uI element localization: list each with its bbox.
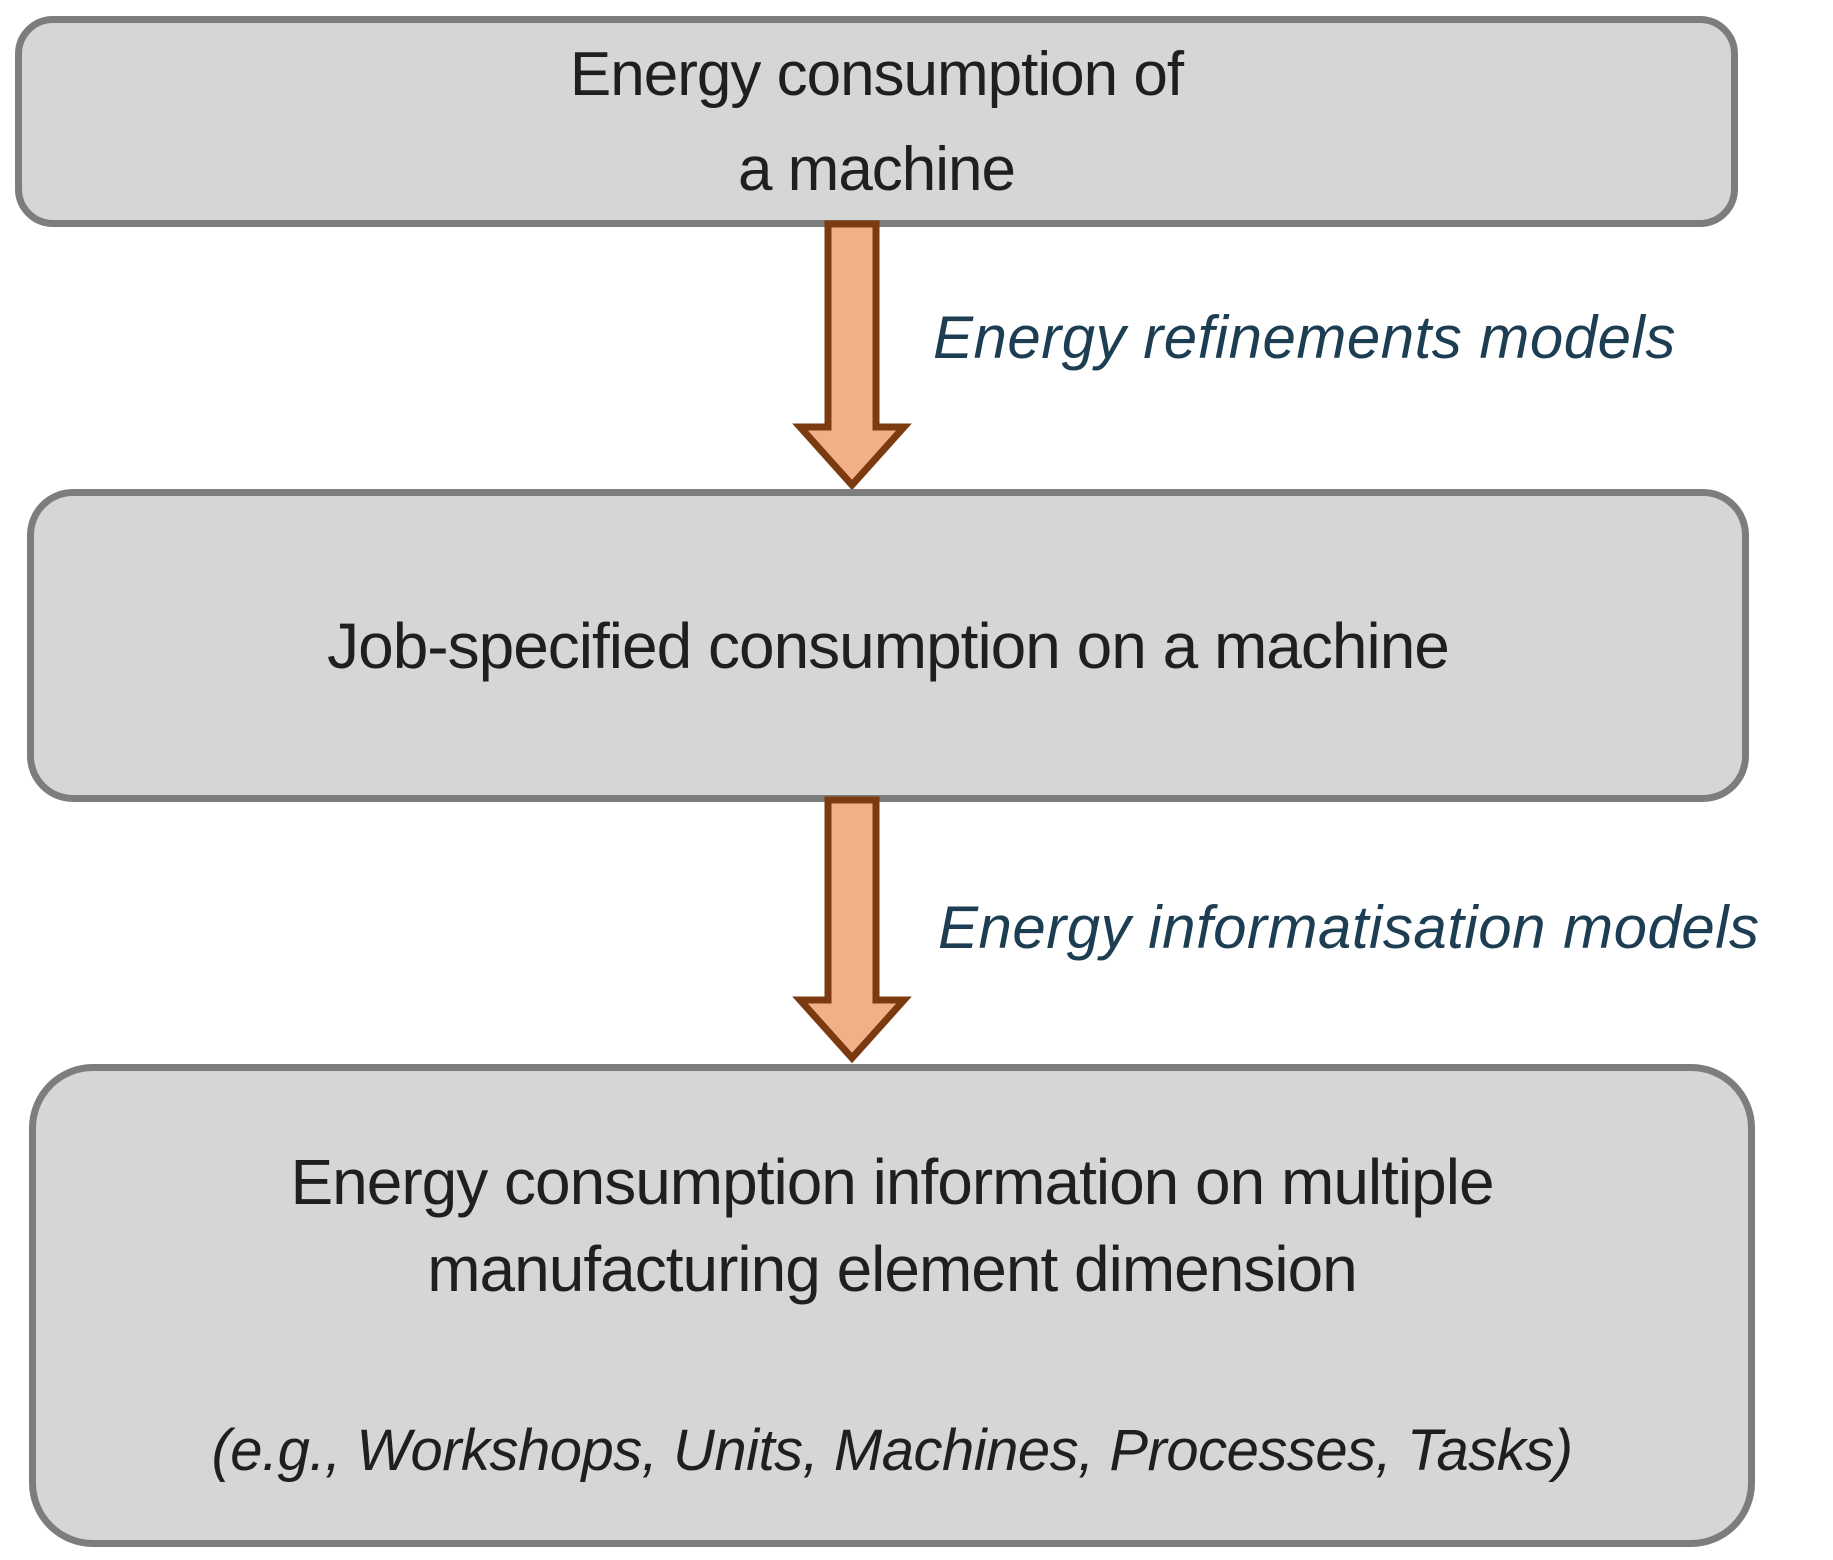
box-text-line: Energy consumption information on multip… [290,1146,1494,1218]
box-examples-note: (e.g., Workshops, Units, Machines, Proce… [211,1418,1573,1483]
arrow1-label: Energy refinements models [933,304,1676,371]
box-job-specified-consumption: Job-specified consumption on a machine [27,489,1749,802]
down-arrow-icon [792,220,912,491]
arrow2-label: Energy informatisation models [938,894,1760,961]
box-text-line: Job-specified consumption on a machine [327,609,1450,682]
down-arrow-icon [792,796,912,1064]
box-text-line: Energy consumption of [569,39,1184,109]
box-text-line: a machine [737,134,1016,204]
box-energy-consumption-of-machine: Energy consumption of a machine [15,16,1738,227]
box-text-line: manufacturing element dimension [427,1233,1358,1305]
box-energy-consumption-information: Energy consumption information on multip… [29,1064,1755,1547]
